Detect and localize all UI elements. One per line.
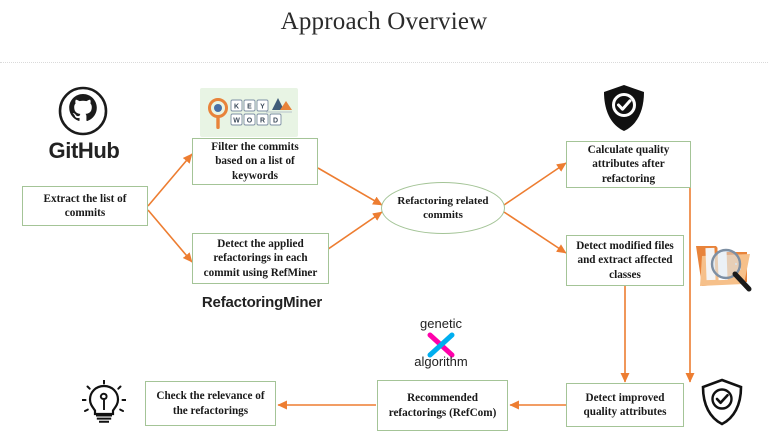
folder-magnifier-icon — [692, 236, 754, 294]
arrow-ellipse-to-calculate-quality — [503, 162, 567, 206]
refactoringminer-caption: RefactoringMiner — [201, 294, 323, 311]
svg-text:D: D — [273, 118, 278, 125]
svg-text:K: K — [234, 104, 239, 111]
svg-text:Y: Y — [260, 104, 265, 111]
shield-check-filled-icon — [601, 83, 647, 133]
node-check-relevance[interactable]: Check the relevance of the refactorings — [145, 381, 276, 426]
node-recommended-refactorings[interactable]: Recommended refactorings (RefCom) — [377, 380, 508, 431]
page-title: Approach Overview — [280, 8, 488, 35]
svg-text:W: W — [233, 118, 240, 125]
node-filter-commits[interactable]: Filter the commits based on a list of ke… — [192, 138, 318, 185]
node-extract-commits[interactable]: Extract the list of commits — [22, 186, 148, 226]
svg-text:R: R — [260, 118, 265, 125]
genetic-label: genetic — [420, 316, 462, 331]
node-detect-improved-quality[interactable]: Detect improved quality attributes — [566, 383, 684, 427]
node-refactoring-related-commits[interactable]: Refactoring related commits — [381, 182, 505, 234]
arrow-extract-to-filter — [147, 153, 193, 207]
svg-text:E: E — [247, 104, 252, 111]
arrow-extract-to-detect-refactorings — [147, 209, 193, 263]
github-caption: GitHub — [48, 138, 120, 163]
node-detect-refactorings[interactable]: Detect the applied refactorings in each … — [192, 233, 329, 284]
github-logo-icon — [57, 85, 109, 137]
genetic-algorithm-icon: genetic algorithm — [400, 316, 482, 372]
lightbulb-idea-icon — [81, 379, 127, 426]
svg-text:O: O — [247, 118, 253, 125]
arrow-filter-to-ellipse — [317, 167, 383, 206]
shield-check-outline-icon — [700, 378, 744, 426]
node-detect-modified-files[interactable]: Detect modified files and extract affect… — [566, 235, 684, 286]
algorithm-label: algorithm — [414, 354, 468, 369]
header-divider — [0, 62, 768, 63]
node-calculate-quality[interactable]: Calculate quality attributes after refac… — [566, 141, 691, 188]
arrow-ellipse-to-detect-modified — [503, 211, 567, 254]
